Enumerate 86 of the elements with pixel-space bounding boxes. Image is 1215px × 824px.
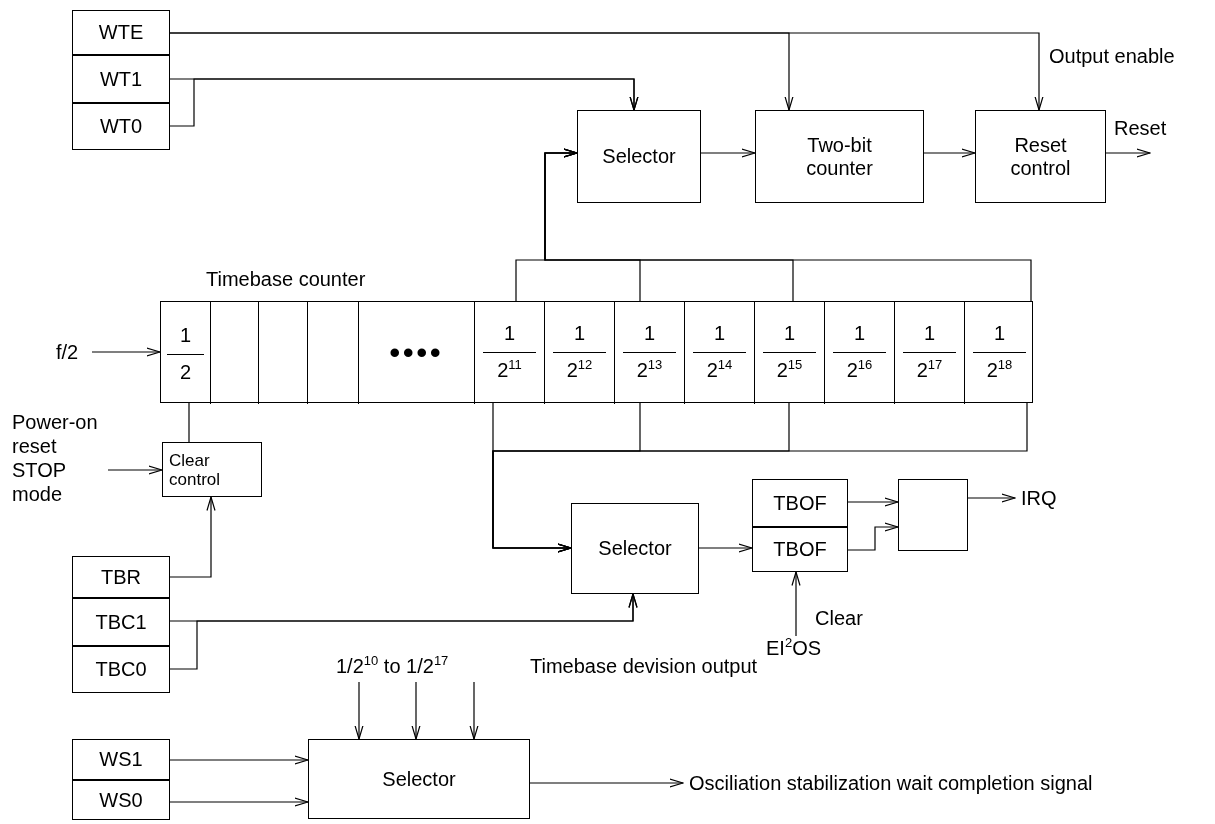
denominator: 2$^{18}$ bbox=[986, 357, 1013, 383]
box-label: TBOF bbox=[773, 538, 827, 561]
denominator: 2$^{13}$ bbox=[636, 357, 663, 383]
box-label: TBR bbox=[101, 565, 141, 589]
denominator: 2$^{12}$ bbox=[566, 357, 593, 383]
box-label: Selector bbox=[602, 145, 676, 168]
logic-box bbox=[898, 479, 968, 551]
arrow bbox=[847, 522, 899, 551]
box-label: Reset control bbox=[1009, 133, 1072, 180]
box-label: Selector bbox=[382, 767, 456, 791]
denominator: 2 bbox=[179, 359, 192, 385]
box-label: Clear control bbox=[169, 450, 222, 489]
arrow bbox=[1105, 148, 1151, 158]
numerator: 1 bbox=[503, 321, 516, 346]
register-box bbox=[72, 646, 170, 693]
signal-label: IRQ bbox=[1015, 486, 1061, 510]
arrow bbox=[544, 148, 1032, 302]
signal-label: f/2 bbox=[56, 340, 92, 364]
arrow bbox=[107, 465, 163, 475]
selector-box bbox=[308, 739, 530, 819]
arrow bbox=[354, 681, 364, 740]
selector-box bbox=[577, 110, 701, 203]
arrow bbox=[469, 681, 479, 740]
arrow bbox=[698, 543, 753, 553]
numerator: 1 bbox=[783, 321, 796, 346]
arrow bbox=[169, 32, 1044, 111]
denominator: 2$^{11}$ bbox=[497, 357, 522, 383]
box-label: TBOF bbox=[773, 491, 827, 515]
register-box bbox=[752, 527, 848, 572]
numerator: 1 bbox=[643, 321, 656, 346]
counter-heading: Timebase counter bbox=[206, 268, 366, 291]
register-box bbox=[72, 556, 170, 598]
register-box bbox=[72, 780, 170, 820]
arrow bbox=[169, 593, 638, 670]
signal-label: Clear bbox=[815, 606, 863, 630]
numerator: 1 bbox=[713, 321, 726, 346]
arrow bbox=[169, 797, 309, 807]
register-box bbox=[72, 103, 170, 150]
arrow bbox=[791, 571, 801, 637]
denominator: 2$^{17}$ bbox=[916, 357, 943, 383]
box-label: Two-bit counter bbox=[805, 133, 874, 180]
box-label: TBC1 bbox=[95, 610, 147, 634]
register-box bbox=[72, 55, 170, 103]
box-label: Selector bbox=[598, 537, 672, 560]
register-box bbox=[72, 10, 170, 55]
register-box bbox=[752, 479, 848, 527]
box-label: WS0 bbox=[99, 788, 143, 812]
edge-label: Reset bbox=[1114, 116, 1167, 140]
box-label: TBC0 bbox=[95, 658, 147, 681]
numerator: 1 bbox=[573, 321, 586, 346]
signal-label: 1/2$^{10}$ to 1/2$^{17}$ bbox=[336, 654, 506, 682]
box-label: WT0 bbox=[99, 115, 143, 138]
denominator: 2$^{14}$ bbox=[706, 357, 733, 383]
ellipsis-dots: •••• bbox=[389, 336, 444, 370]
denominator: 2$^{15}$ bbox=[776, 357, 803, 383]
arrow bbox=[492, 402, 1028, 553]
box-label: WT1 bbox=[99, 67, 143, 91]
numerator: 1 bbox=[923, 321, 936, 346]
arrow bbox=[169, 755, 309, 765]
reset-control-box bbox=[975, 110, 1106, 203]
arrow bbox=[529, 778, 684, 788]
signal-label: Power-on reset STOP mode bbox=[12, 410, 108, 508]
arrow bbox=[700, 148, 756, 158]
arrow bbox=[923, 148, 976, 158]
clear-control-box bbox=[162, 442, 262, 497]
signal-label: Output enable bbox=[1049, 44, 1175, 68]
connector-line bbox=[188, 402, 190, 443]
box-label: WTE bbox=[98, 21, 144, 44]
signal-label: Timebase devision output bbox=[530, 654, 758, 678]
arrow bbox=[169, 496, 216, 578]
denominator: 2$^{16}$ bbox=[846, 357, 873, 383]
register-box bbox=[72, 739, 170, 780]
arrow bbox=[847, 497, 899, 507]
arrow bbox=[967, 493, 1016, 503]
counter-box bbox=[755, 110, 924, 203]
register-box bbox=[72, 598, 170, 646]
numerator: 1 bbox=[993, 321, 1006, 346]
box-label: WS1 bbox=[99, 748, 143, 771]
arrow bbox=[411, 681, 421, 740]
arrow bbox=[91, 347, 161, 357]
signal-label: Osciliation stabilization wait completion signal bbox=[683, 771, 1215, 797]
numerator: 1 bbox=[179, 322, 192, 348]
numerator: 1 bbox=[853, 321, 866, 346]
selector-box bbox=[571, 503, 699, 594]
arrow bbox=[169, 78, 639, 127]
signal-label: EI$^{2}$OS bbox=[766, 636, 834, 662]
